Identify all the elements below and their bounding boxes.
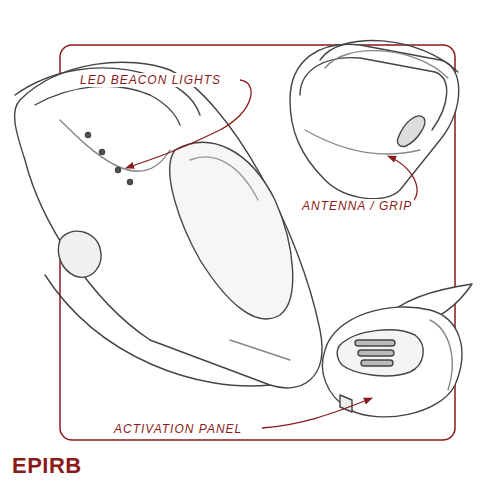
- sketch-stroke: [230, 340, 290, 360]
- sketch-stroke: [190, 157, 258, 200]
- sketch-stroke: [290, 44, 459, 198]
- sketch-stroke: [15, 62, 322, 388]
- sketch-stroke: [355, 340, 395, 346]
- sketch-stroke: [430, 320, 452, 390]
- sketch-stroke: [358, 350, 394, 356]
- sketch-stroke: [100, 150, 105, 155]
- callout-label: LED BEACON LIGHTS: [78, 73, 223, 87]
- sketch-stroke: [322, 307, 461, 417]
- sketch-stroke: [128, 180, 133, 185]
- main-view: [15, 62, 322, 388]
- sketch-stroke: [170, 142, 293, 319]
- sketch-stroke: [116, 168, 121, 173]
- sketch-stroke: [262, 398, 372, 428]
- sketch-stroke: [35, 86, 180, 125]
- sketch-stroke: [397, 116, 424, 146]
- sketch-stroke: [337, 330, 423, 376]
- title: EPIRB: [12, 455, 82, 477]
- sketch-stroke: [86, 133, 91, 138]
- bottom-view: [322, 284, 472, 417]
- top-view: [290, 40, 459, 198]
- sketch-stroke: [361, 360, 393, 366]
- leader-lines: [126, 80, 417, 428]
- sketch-stroke: [126, 80, 251, 168]
- sketch-stroke: [58, 231, 101, 277]
- sketch-stroke: [325, 51, 448, 78]
- callout-label: ANTENNA / GRIP: [300, 199, 414, 213]
- sketch-stroke: [60, 120, 170, 171]
- sketch-stroke: [388, 156, 417, 205]
- callout-label: ACTIVATION PANEL: [112, 422, 244, 436]
